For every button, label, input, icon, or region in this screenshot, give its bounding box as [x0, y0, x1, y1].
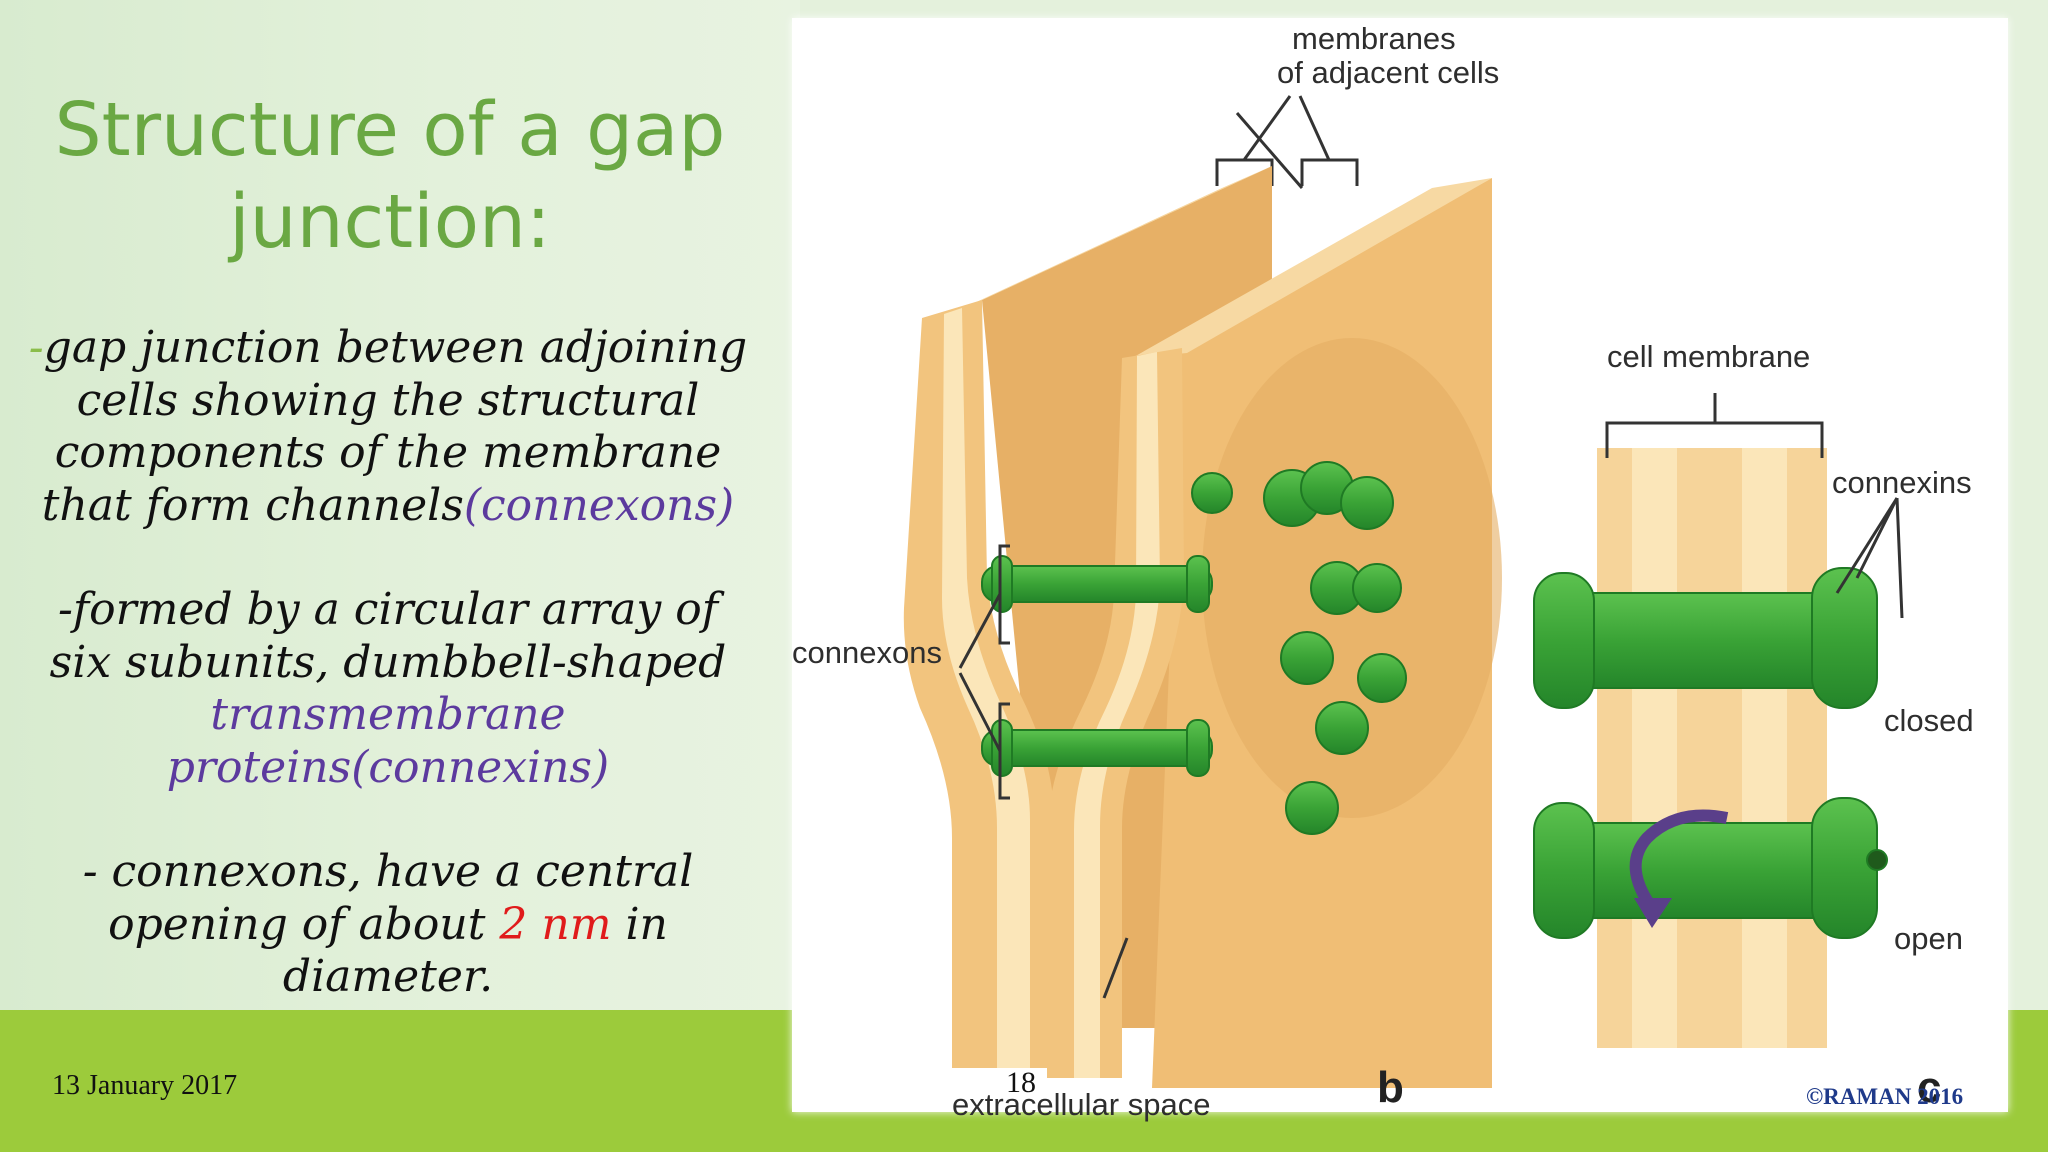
p1-line-4: that form channels	[41, 479, 464, 531]
label-closed: closed	[1884, 703, 1974, 738]
rotation-arrow-icon	[1629, 809, 1729, 912]
p2-highlight-connexins: proteins(connexins)	[166, 741, 610, 793]
label-extracellular-space: extracellular space	[952, 1087, 1211, 1122]
title-line-1: Structure of a gap	[54, 87, 726, 173]
p3-line-3: diameter.	[282, 951, 494, 1002]
connexins-pointers	[1835, 497, 1904, 619]
panel-c-membrane	[1597, 448, 1827, 1048]
p1-line-3: components of the membrane	[54, 427, 722, 478]
p2-highlight-transmembrane: transmembrane	[210, 689, 566, 740]
gap-junction-illustration	[903, 95, 1904, 1088]
connexon-channels	[981, 555, 1213, 777]
p3-line-2-post: in	[611, 898, 668, 950]
connexin-open	[1533, 797, 1888, 939]
paragraph-formed-by: -formed by a circular array of six subun…	[8, 584, 768, 794]
p1-line-2: cells showing the structural	[76, 374, 700, 426]
rotation-arrow-head-icon	[1634, 898, 1672, 928]
copyright-notice: ©RAMAN 2016	[1806, 1084, 1964, 1109]
p1-line-1: gap junction between adjoining	[43, 322, 748, 373]
connexons-bracket	[958, 544, 1010, 800]
page-number: 18	[1006, 1066, 1036, 1099]
connexon-array	[1191, 461, 1407, 835]
label-cell-membrane: cell membrane	[1607, 339, 1811, 374]
slide-title: Structure of a gap junction:	[20, 84, 760, 268]
gap-junction-figure: membranes of adjacent cells cell membran…	[792, 18, 2008, 1122]
paragraph-opening: - connexons, have a central opening of a…	[8, 846, 768, 1004]
membranes-bracket	[1215, 95, 1359, 189]
p2-line-1: -formed by a circular array of	[57, 584, 719, 635]
paragraph-gap-junction: -gap junction between adjoining cells sh…	[8, 322, 768, 532]
p3-line-2-pre: opening of about	[108, 898, 500, 950]
left-panel-background	[0, 0, 800, 1010]
panel-c-label: c	[1917, 1063, 1942, 1112]
p3-highlight-2nm: 2 nm	[499, 898, 612, 950]
bullet-dash: -	[28, 322, 44, 373]
footer-date: 13 January 2017	[52, 1070, 238, 1101]
p1-highlight-connexons: (connexons)	[463, 479, 735, 531]
p3-line-1: - connexons, have a central	[82, 846, 694, 897]
slide-body: -gap junction between adjoining cells sh…	[8, 322, 768, 1056]
extracellular-pointer	[1102, 937, 1129, 999]
connexin-closed	[1533, 567, 1878, 709]
p2-line-2: six subunits, dumbbell-shaped	[49, 636, 727, 688]
label-membranes: membranes	[1292, 21, 1456, 56]
panel-b-label: b	[1377, 1063, 1404, 1112]
label-connexons: connexons	[792, 635, 942, 670]
title-line-2: junction:	[229, 179, 551, 265]
label-connexins: connexins	[1832, 465, 1972, 500]
label-adjacent-cells: of adjacent cells	[1277, 55, 1500, 90]
label-open: open	[1894, 921, 1963, 956]
